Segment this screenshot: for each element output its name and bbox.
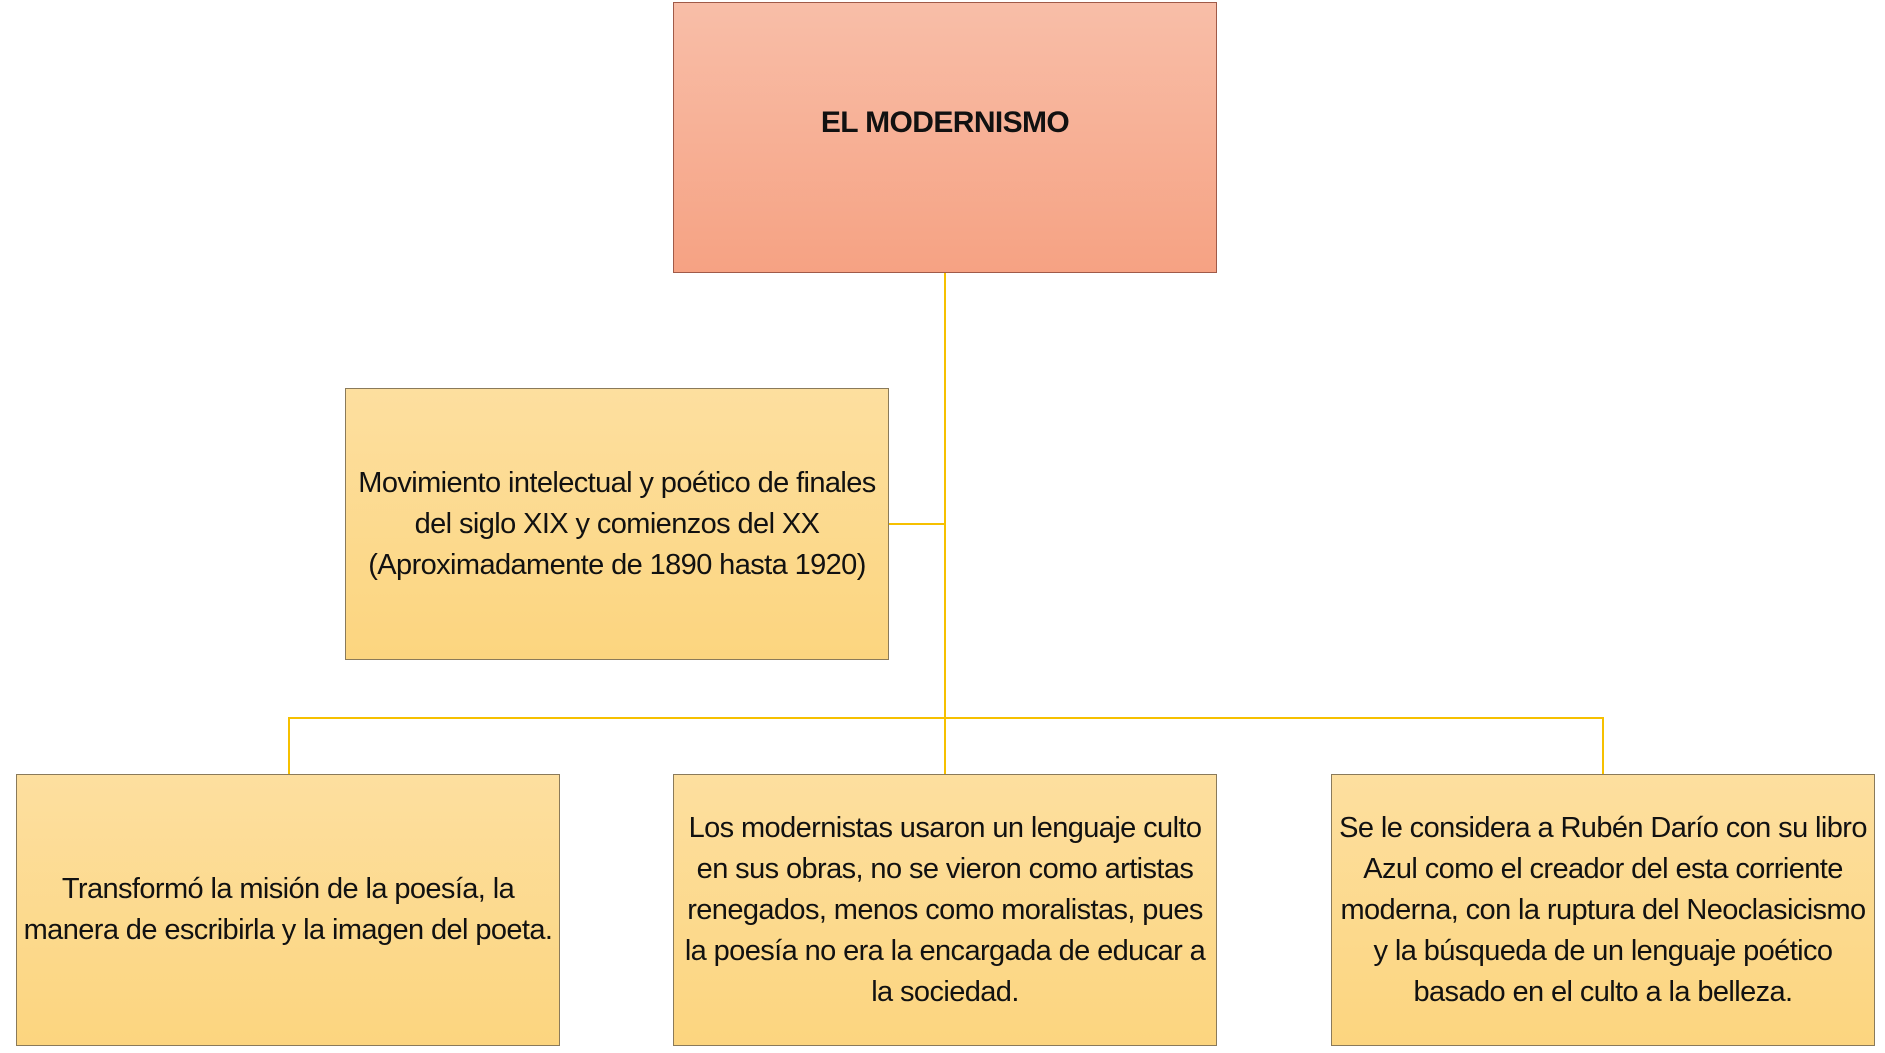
definition-node: Movimiento intelectual y poético de fina…: [345, 388, 889, 660]
connector-trunk: [944, 273, 946, 774]
root-node: EL MODERNISMO: [673, 2, 1217, 273]
child-text: Transformó la misión de la poesía, la ma…: [23, 873, 553, 946]
child-node-1: Transformó la misión de la poesía, la ma…: [16, 774, 560, 1046]
connector-left: [288, 717, 290, 774]
connector-right: [1602, 717, 1604, 774]
child-text: Se le considera a Rubén Darío con su lib…: [1339, 811, 1867, 1008]
connector-definition: [889, 523, 945, 525]
connector-bus: [288, 717, 1604, 719]
child-node-2: Los modernistas usaron un lenguaje culto…: [673, 774, 1217, 1046]
root-title: EL MODERNISMO: [820, 106, 1070, 139]
definition-text: Movimiento intelectual y poético de fina…: [358, 466, 876, 581]
child-node-3: Se le considera a Rubén Darío con su lib…: [1331, 774, 1875, 1046]
child-text: Los modernistas usaron un lenguaje culto…: [684, 811, 1206, 1008]
